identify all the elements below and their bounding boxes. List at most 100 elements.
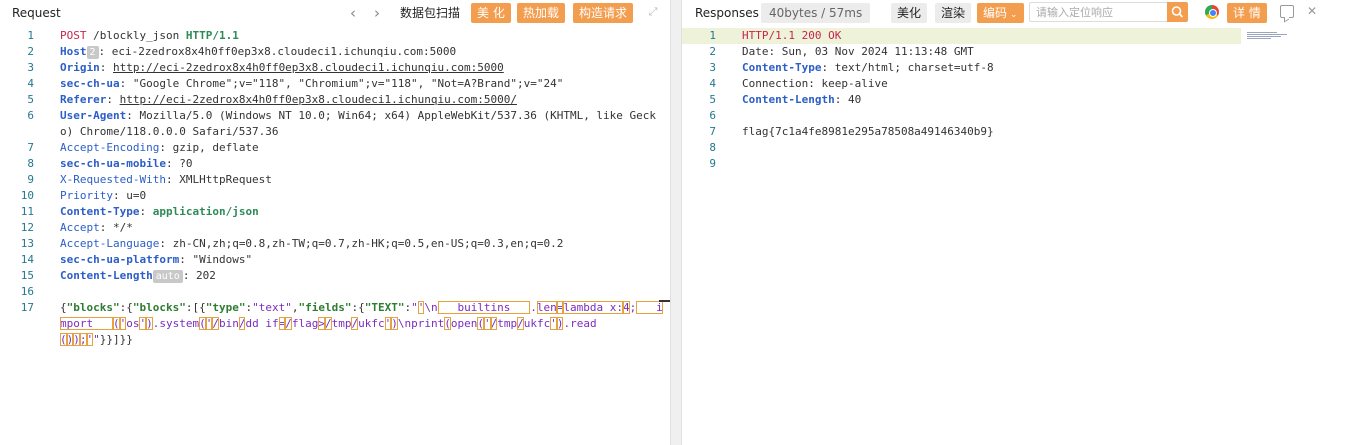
code-token: flag{7c1a4fe8981e295a78508a49146340b9} xyxy=(742,125,994,138)
line-number: 3 xyxy=(709,61,716,74)
beautify-button[interactable]: 美 化 xyxy=(471,3,511,23)
line-number: 9 xyxy=(709,157,716,170)
line-number: 4 xyxy=(709,77,716,90)
scan-packet-button[interactable]: 数据包扫描 xyxy=(394,3,467,23)
response-line: 9 xyxy=(682,156,1351,172)
request-line: 16 xyxy=(0,284,670,300)
code-token: / xyxy=(238,317,246,330)
code-token: :[{ xyxy=(185,301,206,314)
line-number: 2 xyxy=(27,45,34,58)
code-token: : xyxy=(106,93,120,106)
encoding-dropdown[interactable]: 编码⌄ xyxy=(977,3,1024,23)
code-token: Content-Type: application/json xyxy=(60,204,666,220)
render-button[interactable]: 渲染 xyxy=(935,3,972,23)
code-token: : gzip, deflate xyxy=(159,141,259,154)
code-token: . xyxy=(563,317,571,330)
request-line: 14 sec-ch-ua-platform: "Windows" xyxy=(0,252,670,268)
code-token: Accept-Encoding: gzip, deflate xyxy=(60,140,666,156)
line-number: 1 xyxy=(27,29,34,42)
search-button[interactable] xyxy=(1167,2,1188,22)
code-token: / xyxy=(212,317,219,330)
code-token: Content-Length: 40 xyxy=(742,92,1347,108)
code-token: / xyxy=(351,317,359,330)
code-token: " xyxy=(411,301,418,314)
line-number: 6 xyxy=(709,109,716,122)
code-token: " xyxy=(93,333,100,346)
code-token: /blockly_json xyxy=(86,29,186,42)
response-title: Responses xyxy=(695,6,759,20)
code-token: ' xyxy=(417,301,425,314)
code-token: bin xyxy=(218,317,239,330)
code-token: tmp xyxy=(497,317,518,330)
line-number: 10 xyxy=(20,189,34,202)
detail-button[interactable]: 详 情 xyxy=(1227,3,1267,23)
code-token: sec-ch-ua: "Google Chrome";v="118", "Chr… xyxy=(60,76,666,92)
code-token: sec-ch-ua-platform xyxy=(60,253,180,266)
code-token: ' xyxy=(119,317,127,330)
code-token: Origin xyxy=(60,61,100,74)
code-token: : zh-CN,zh;q=0.8,zh-TW;q=0.7,zh-HK;q=0.5… xyxy=(159,237,564,250)
code-token: _ _import_ _ xyxy=(60,301,663,330)
code-token: sec-ch-ua-mobile xyxy=(60,157,166,170)
chevron-right-icon[interactable]: › xyxy=(374,4,380,22)
code-token: X-Requested-With xyxy=(60,173,166,186)
code-token: ; xyxy=(629,301,637,314)
code-token: Accept: */* xyxy=(60,220,666,236)
panel-divider[interactable] xyxy=(670,0,682,445)
chevron-left-icon[interactable]: ‹ xyxy=(350,4,356,22)
code-token: http://eci-2zedrox8x4h0ff0ep3x8.cloudeci… xyxy=(113,61,504,74)
code-token: POST xyxy=(60,29,87,42)
code-token: = xyxy=(278,317,286,330)
close-icon[interactable]: ✕ xyxy=(1307,4,1318,18)
code-token: : text/html; charset=utf-8 xyxy=(821,61,994,74)
code-token: ( xyxy=(477,317,484,330)
code-token: Priority xyxy=(60,189,113,202)
code-token: tmp xyxy=(331,317,352,330)
code-token: : "Windows" xyxy=(179,253,253,266)
code-token: Connection: keep-alive xyxy=(742,76,1347,92)
code-token: POST /blockly_json HTTP/1.1 xyxy=(60,28,666,44)
chrome-icon[interactable] xyxy=(1205,5,1219,19)
locate-response-input[interactable] xyxy=(1029,2,1169,22)
code-token: dd if xyxy=(245,317,279,330)
line-number: 12 xyxy=(20,221,34,234)
code-token: Accept xyxy=(60,221,100,234)
minimap[interactable] xyxy=(1247,32,1293,40)
code-token: : ?0 xyxy=(165,157,193,170)
line-number: 11 xyxy=(20,205,34,218)
code-token: Host xyxy=(60,45,87,58)
code-token: : Mozilla/5.0 (Windows NT 10.0; Win64; x… xyxy=(60,109,657,138)
beautify-response-button[interactable]: 美化 xyxy=(891,3,928,23)
line-number: 2 xyxy=(709,45,716,58)
code-token: :{ xyxy=(351,301,365,314)
expand-icon[interactable]: ⤢ xyxy=(648,5,658,18)
line-number: 5 xyxy=(27,93,34,106)
code-token: flag xyxy=(291,317,319,330)
code-token: ' xyxy=(205,317,213,330)
code-token: ( xyxy=(444,317,451,330)
code-token: Content-Type xyxy=(60,205,140,218)
comment-icon[interactable] xyxy=(1280,5,1294,18)
content-length-auto-badge[interactable]: auto xyxy=(152,270,183,283)
line-number: 15 xyxy=(20,269,34,282)
code-token: Accept-Encoding xyxy=(60,141,160,154)
code-token: : */* xyxy=(99,221,133,234)
code-token: Content-Length xyxy=(742,93,835,106)
hot-load-button[interactable]: 热加载 xyxy=(517,3,566,23)
code-token: "type" xyxy=(205,301,246,314)
line-number: 14 xyxy=(20,253,34,266)
code-token: open xyxy=(450,317,478,330)
code-token: : "Google Chrome";v="118", "Chromium";v=… xyxy=(119,77,564,90)
construct-request-button[interactable]: 构造请求 xyxy=(573,3,634,23)
code-token: HTTP/1.1 xyxy=(185,29,239,42)
